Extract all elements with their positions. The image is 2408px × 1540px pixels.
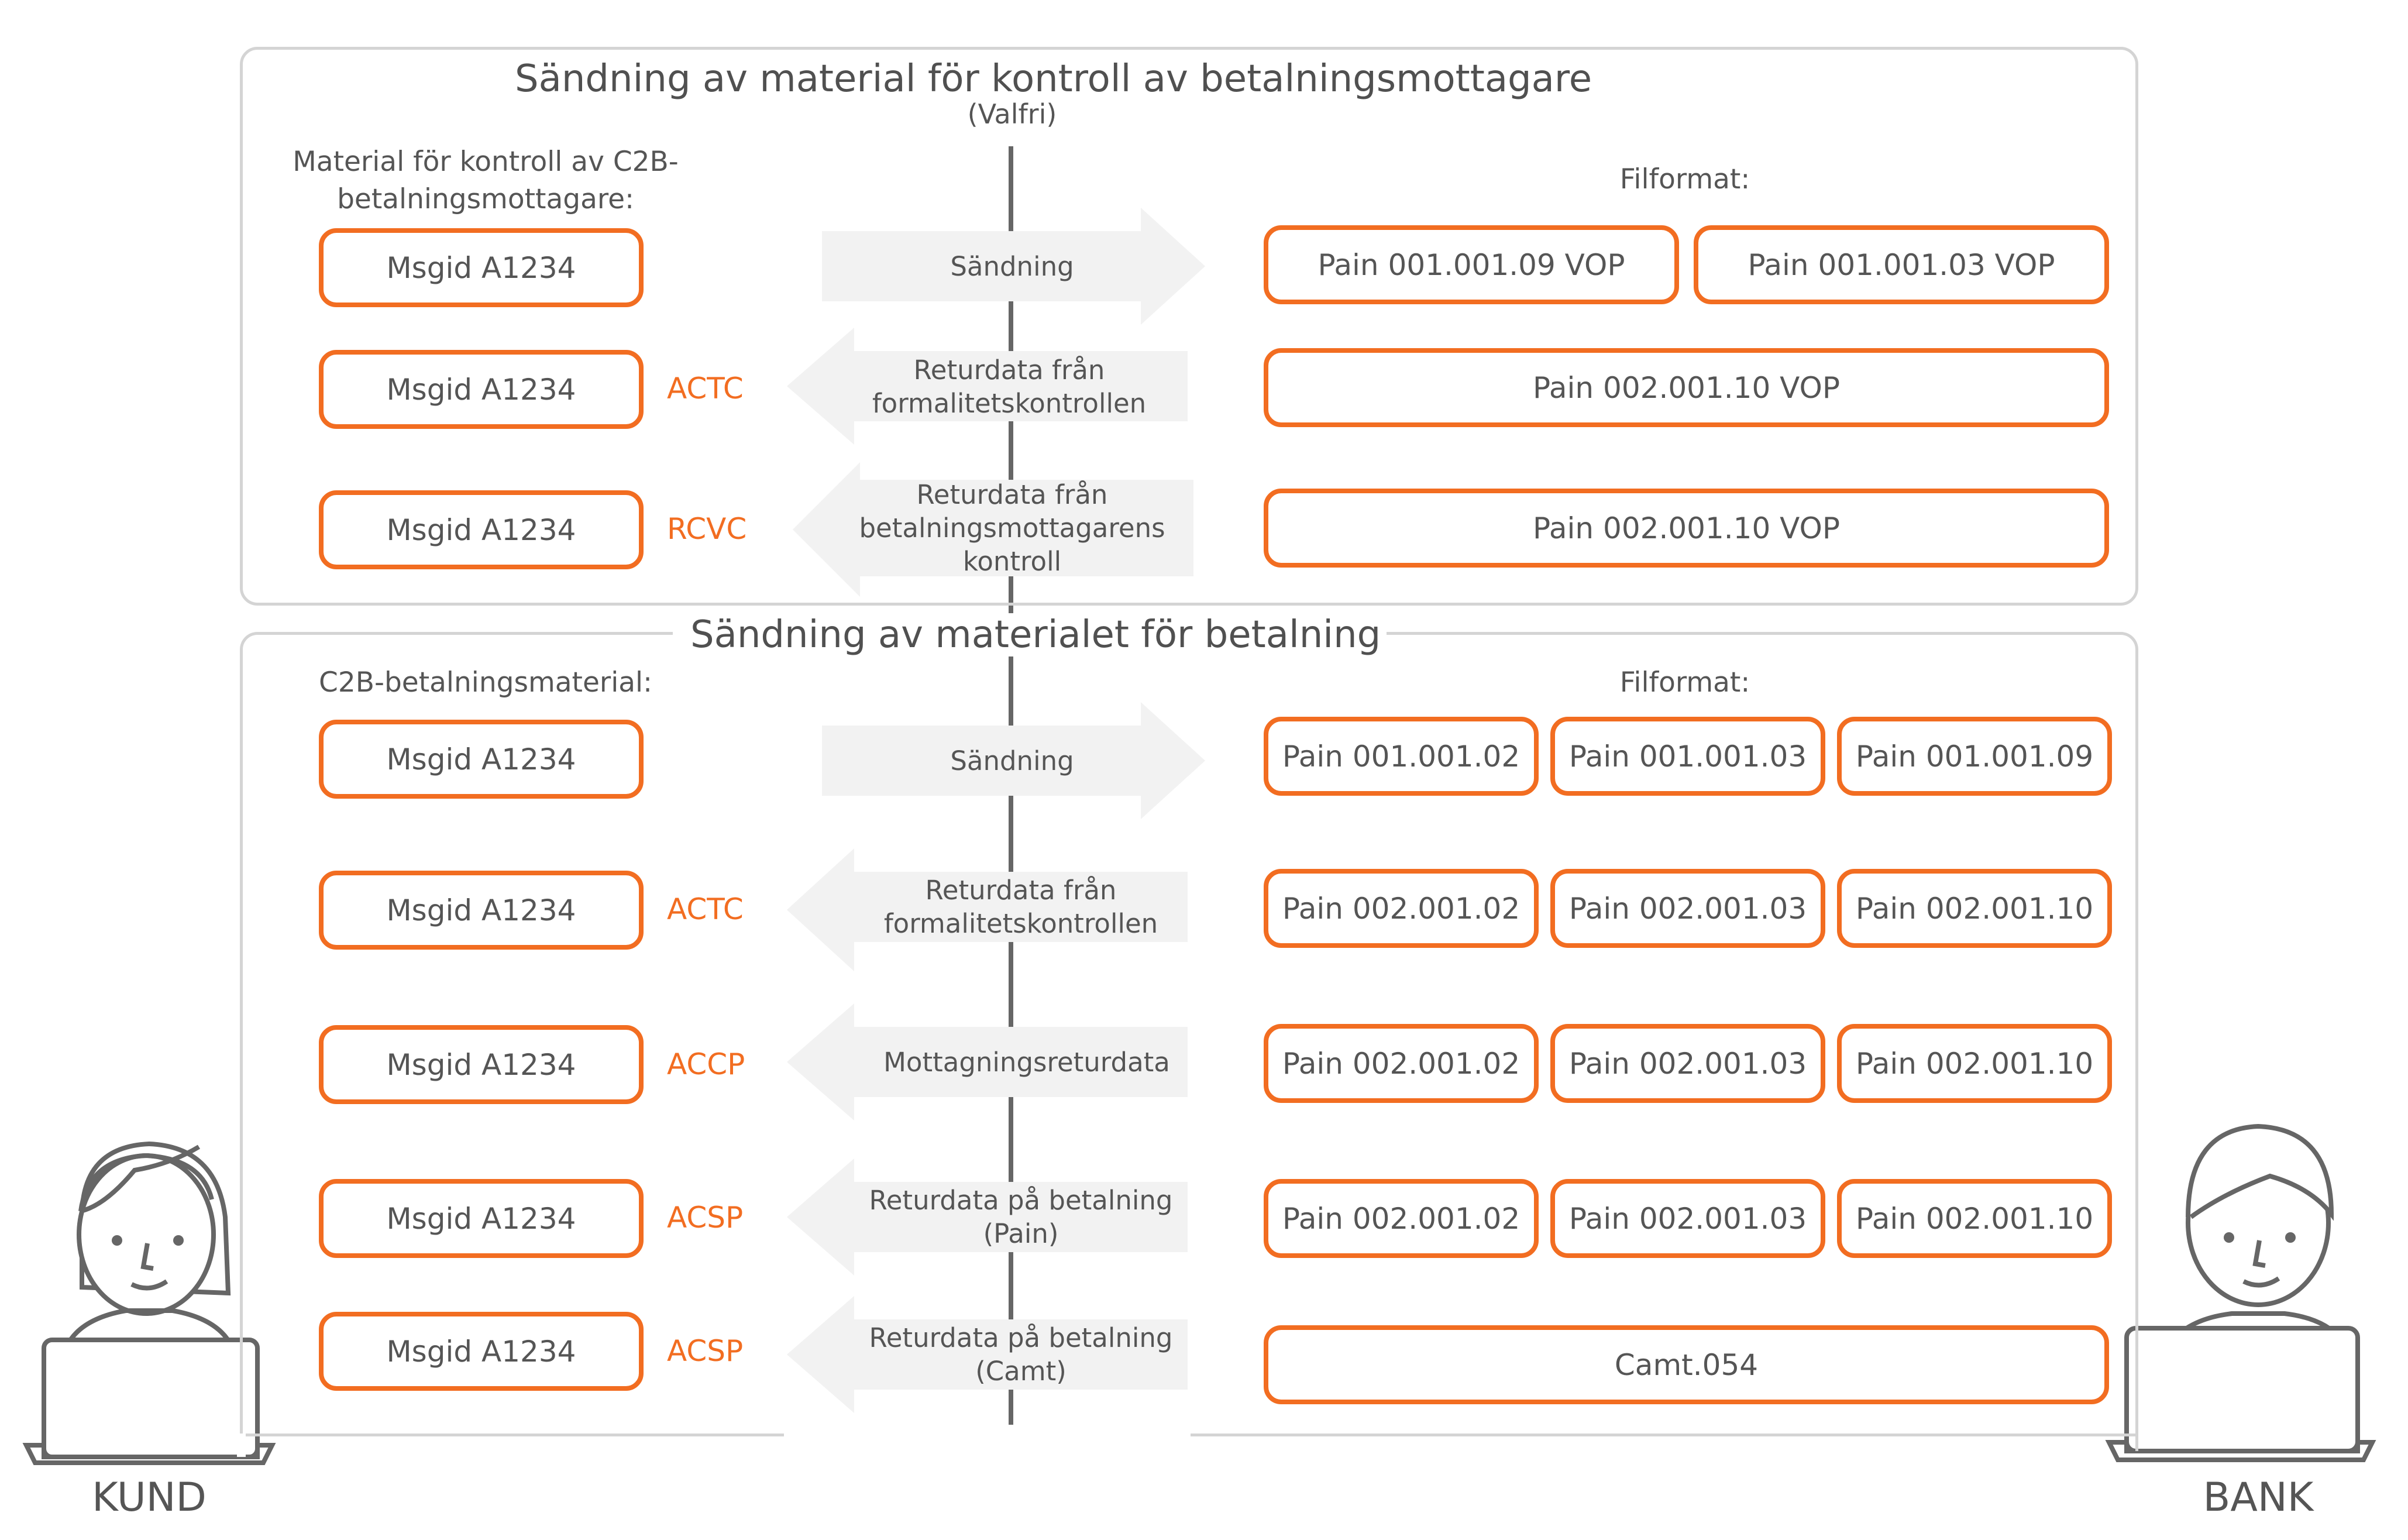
bottom-row-1-format-1: Pain 001.001.02: [1264, 717, 1539, 796]
bottom-row-4-format-2: Pain 002.001.03: [1550, 1179, 1825, 1258]
top-panel-title: Sändning av material för kontroll av bet…: [497, 57, 1592, 101]
top-row-1-msgid: Msgid A1234: [319, 228, 644, 307]
top-panel-subtitle: (Valfri): [967, 98, 1057, 130]
top-row-2-status-code: ACTC: [667, 372, 744, 405]
top-right-caption: Filformat:: [1619, 163, 1750, 195]
bottom-row-5-format-1: Camt.054: [1264, 1325, 2109, 1404]
customer-person-icon: [22, 1141, 276, 1465]
arrow-left-bottom-4: [787, 1159, 1188, 1276]
top-row-3-format-1: Pain 002.001.10 VOP: [1264, 489, 2109, 568]
bottom-row-2-format-2: Pain 002.001.03: [1550, 869, 1825, 948]
top-row-2-format-1: Pain 002.001.10 VOP: [1264, 348, 2109, 427]
top-row-1-arrow-label: Sändning: [950, 250, 1074, 282]
arrow-left-bottom-3: [787, 1003, 1188, 1120]
bottom-row-5-arrow-label: Returdata på betalning (Camt): [869, 1322, 1173, 1387]
arrow-left-top-2: [787, 328, 1188, 445]
bottom-panel-border-left: [240, 1434, 784, 1436]
bottom-row-4-msgid: Msgid A1234: [319, 1179, 644, 1258]
bank-person-icon: [2105, 1123, 2376, 1462]
top-left-caption: Material för kontroll av C2B-betalningsm…: [293, 146, 679, 215]
bottom-row-2-arrow-label: Returdata från formalitetskontrollen: [883, 875, 1158, 939]
top-row-1-format-1: Pain 001.001.09 VOP: [1264, 225, 1679, 304]
bottom-row-1-msgid: Msgid A1234: [319, 720, 644, 799]
arrow-right-bottom-1: [822, 702, 1205, 819]
bottom-row-5-status-code: ACSP: [667, 1334, 744, 1368]
top-row-2-msgid: Msgid A1234: [319, 350, 644, 429]
bottom-row-2-format-1: Pain 002.001.02: [1264, 869, 1539, 948]
bottom-row-3-format-3: Pain 002.001.10: [1837, 1024, 2112, 1103]
bottom-panel-title: Sändning av materialet för betalning: [673, 613, 1387, 656]
bottom-right-caption: Filformat:: [1619, 666, 1750, 699]
bottom-row-3-msgid: Msgid A1234: [319, 1025, 644, 1104]
top-row-3-status-code: RCVC: [667, 512, 747, 546]
bottom-row-3-format-2: Pain 002.001.03: [1550, 1024, 1825, 1103]
bottom-row-3-format-1: Pain 002.001.02: [1264, 1024, 1539, 1103]
bottom-panel-mask: [237, 1434, 246, 1457]
bottom-row-1-arrow-label: Sändning: [950, 745, 1074, 776]
customer-label: KUND: [92, 1474, 207, 1521]
arrow-left-top-3: [793, 462, 1193, 597]
top-row-3-msgid: Msgid A1234: [319, 490, 644, 569]
top-row-3-arrow-label: Returdata från betalningsmottagarens kon…: [859, 479, 1165, 577]
bottom-row-4-status-code: ACSP: [667, 1201, 744, 1235]
bottom-row-2-msgid: Msgid A1234: [319, 871, 644, 950]
bottom-panel-border-right: [1191, 1434, 2138, 1436]
bottom-row-4-format-1: Pain 002.001.02: [1264, 1179, 1539, 1258]
bottom-row-3-status-code: ACCP: [667, 1047, 745, 1081]
bottom-row-2-status-code: ACTC: [667, 892, 744, 926]
bottom-row-4-arrow-label: Returdata på betalning (Pain): [869, 1185, 1173, 1249]
bottom-row-2-format-3: Pain 002.001.10: [1837, 869, 2112, 948]
bottom-row-4-format-3: Pain 002.001.10: [1837, 1179, 2112, 1258]
bottom-row-5-msgid: Msgid A1234: [319, 1312, 644, 1391]
top-row-2-arrow-label: Returdata från formalitetskontrollen: [872, 354, 1147, 419]
bottom-row-1-format-3: Pain 001.001.09: [1837, 717, 2112, 796]
bottom-row-3-arrow-label: Mottagningsreturdata: [883, 1046, 1170, 1078]
bottom-row-1-format-2: Pain 001.001.03: [1550, 717, 1825, 796]
arrow-right-top-1: [822, 208, 1205, 325]
bank-label: BANK: [2203, 1474, 2314, 1521]
arrow-left-bottom-5: [787, 1296, 1188, 1413]
top-row-1-format-2: Pain 001.001.03 VOP: [1694, 225, 2109, 304]
arrow-left-bottom-2: [787, 848, 1188, 971]
top-panel: [240, 47, 2138, 606]
bottom-left-caption: C2B-betalningsmaterial:: [319, 666, 652, 699]
